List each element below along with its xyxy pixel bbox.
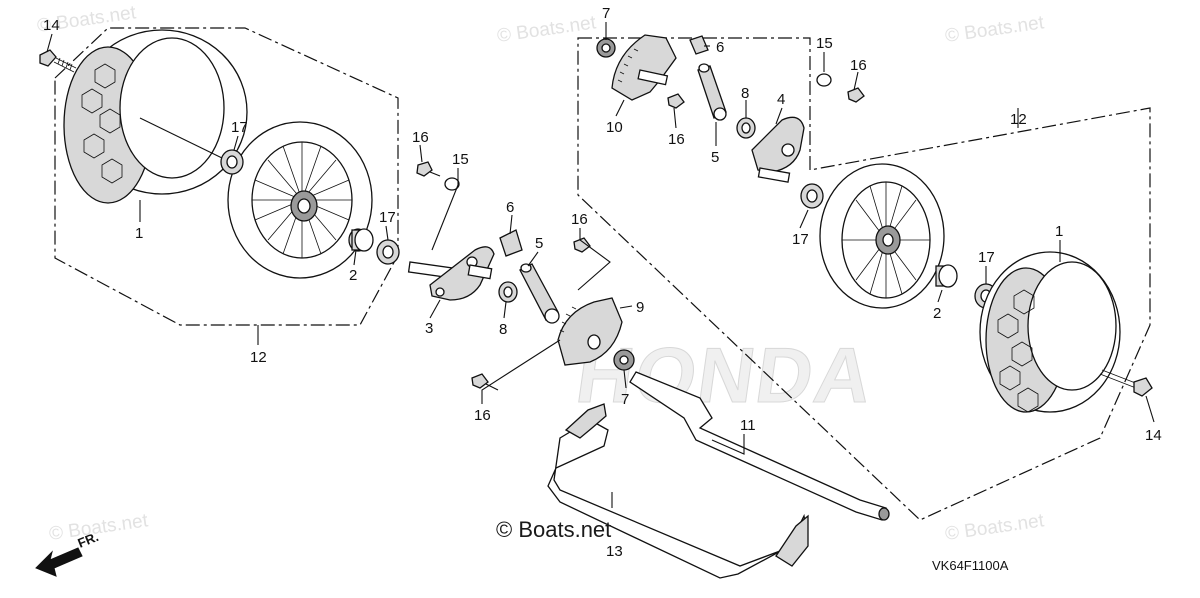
bushing-7-a <box>613 349 635 371</box>
watermark-top-center: © Boats.net <box>496 12 598 47</box>
callout-2-left: 2 <box>349 267 357 284</box>
callout-17-d: 17 <box>978 249 995 266</box>
front-arrow-icon <box>35 547 83 577</box>
callout-17-b: 17 <box>379 209 396 226</box>
callout-17-a: 17 <box>231 119 248 136</box>
callout-12-left: 12 <box>250 349 267 366</box>
adjuster-plate-9 <box>557 297 623 366</box>
bolt-16-d <box>667 93 685 109</box>
watermark-bottom-right: © Boats.net <box>944 510 1046 545</box>
bolt-16-e <box>847 87 865 103</box>
callout-2-right: 2 <box>933 305 941 322</box>
handle-bar-13 <box>547 403 809 579</box>
callout-15-a: 15 <box>452 151 469 168</box>
bushing-8-a <box>498 281 518 303</box>
link-5-a <box>519 263 560 324</box>
callout-16-d: 16 <box>668 131 685 148</box>
left-wheel <box>227 121 373 279</box>
right-wheel <box>819 163 945 309</box>
callout-6-b: 6 <box>716 39 724 56</box>
callout-16-b: 16 <box>571 211 588 228</box>
bolt-16-a <box>416 161 441 177</box>
leader-lines <box>46 22 1155 508</box>
callout-16-e: 16 <box>850 57 867 74</box>
front-direction-indicator: FR. <box>35 529 101 577</box>
clip-6-a <box>499 229 523 257</box>
spacer-2-left <box>348 228 374 252</box>
callout-14-left: 14 <box>43 17 60 34</box>
callout-numbers: 14 1 17 12 2 17 16 15 3 6 5 16 8 9 16 7 … <box>43 5 1162 560</box>
watermark-top-right: © Boats.net <box>944 12 1046 47</box>
bushing-8-b <box>736 117 756 139</box>
callout-14-right: 14 <box>1145 427 1162 444</box>
callout-1-right: 1 <box>1055 223 1063 240</box>
bearing-17-b <box>376 239 400 265</box>
callout-16-a: 16 <box>412 129 429 146</box>
leader-line <box>139 117 223 159</box>
right-tire <box>979 251 1121 413</box>
callout-7-a: 7 <box>621 391 629 408</box>
bolt-14-left <box>39 49 77 73</box>
clip-6-b <box>689 35 709 55</box>
bearing-17-c <box>800 183 824 209</box>
axle-shaft-11 <box>629 371 890 521</box>
callout-4: 4 <box>777 91 785 108</box>
callout-16-c: 16 <box>474 407 491 424</box>
callout-12-right: 12 <box>1010 111 1027 128</box>
bolt-16-c <box>471 373 499 391</box>
spacer-2-right <box>935 264 958 288</box>
pivot-arm-3 <box>407 246 495 301</box>
bushing-7-b <box>596 38 616 58</box>
callout-8-a: 8 <box>499 321 507 338</box>
callout-6-a: 6 <box>506 199 514 216</box>
front-label: FR. <box>76 529 101 551</box>
left-tire <box>63 29 248 204</box>
watermark-bottom-center: © Boats.net <box>496 517 611 542</box>
washer-15-a <box>444 177 460 191</box>
callout-10: 10 <box>606 119 623 136</box>
callout-5-b: 5 <box>711 149 719 166</box>
sector-plate-10 <box>611 34 677 101</box>
callout-15-b: 15 <box>816 35 833 52</box>
callout-5-a: 5 <box>535 235 543 252</box>
callout-7-b: 7 <box>602 5 610 22</box>
callout-9: 9 <box>636 299 644 316</box>
bolt-16-b <box>573 237 591 253</box>
diagram-code: VK64F1100A <box>932 558 1009 573</box>
washer-15-b <box>816 73 832 87</box>
honda-watermark: HONDA <box>571 331 879 419</box>
callout-3: 3 <box>425 320 433 337</box>
callout-1-left: 1 <box>135 225 143 242</box>
link-5-b <box>697 63 727 121</box>
callout-11: 11 <box>740 417 756 434</box>
callout-13: 13 <box>606 543 623 560</box>
pivot-arm-4 <box>751 116 805 183</box>
callout-17-c: 17 <box>792 231 809 248</box>
bolt-14-right <box>1099 369 1153 397</box>
bearing-17-a <box>220 149 244 175</box>
callout-8-b: 8 <box>741 85 749 102</box>
